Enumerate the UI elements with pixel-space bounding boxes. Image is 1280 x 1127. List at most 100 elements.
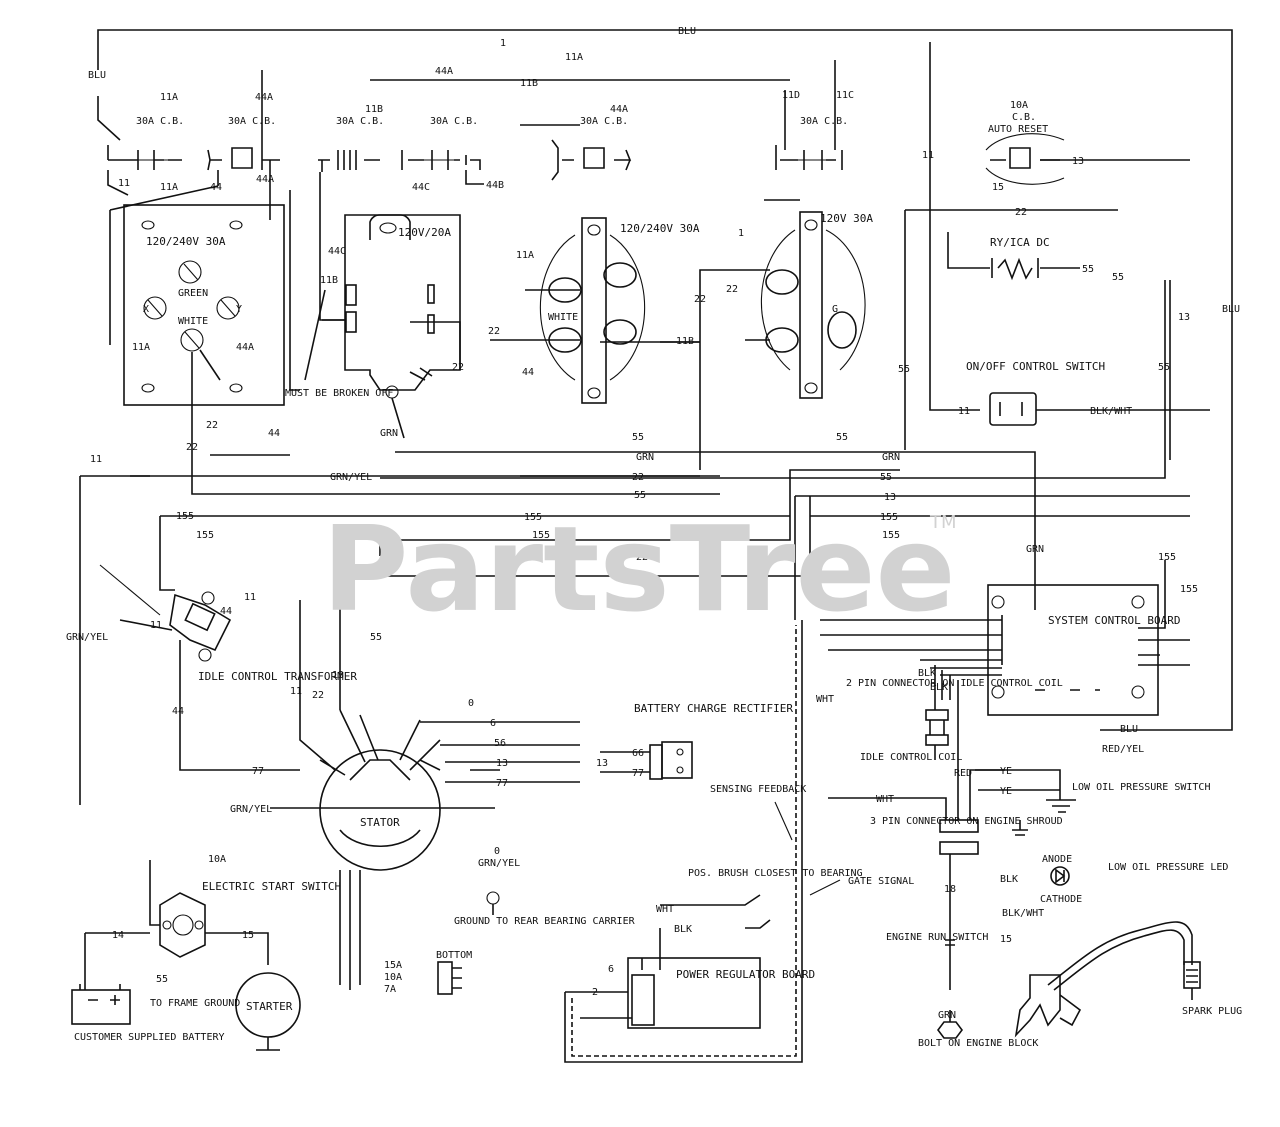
wire-label-155-h2: 155	[524, 512, 542, 523]
spark-plug-label: SPARK PLUG	[1182, 1006, 1242, 1017]
wire-label-155-h: 155	[176, 511, 194, 522]
cathode-label: CATHODE	[1040, 894, 1082, 905]
wire-label-blu-board: BLU	[1120, 724, 1138, 735]
wire-label-44-b2: 44	[210, 182, 222, 193]
wire-label-13-h: 13	[884, 492, 896, 503]
system-control-board	[820, 560, 1190, 716]
control-switch	[989, 392, 1210, 426]
wire-label-blkwht-sw: BLK/WHT	[1090, 406, 1132, 417]
bottom-label: BOTTOM	[436, 950, 472, 961]
wire-label-44c-rc2: 44C	[328, 246, 346, 257]
wire-label-77-rect: 77	[632, 768, 644, 779]
wire-label-55-relay-b: 55	[1112, 272, 1124, 283]
rcpt1-feed-wires	[109, 190, 300, 391]
receptacle-120-240v-30a-a	[123, 204, 285, 470]
wire-label-11a-top: 11A	[565, 52, 583, 63]
idle-control-coil	[828, 665, 1005, 820]
fuse-15a: 15A	[384, 960, 402, 971]
breaker-5-label: 30A C.B.	[580, 116, 628, 127]
wire-label-155-c: 155	[882, 530, 900, 541]
wire-label-blk-led: BLK	[1000, 874, 1018, 885]
wire-label-22-left2: 22	[206, 420, 218, 431]
wire-label-ye-2: YE	[1000, 786, 1012, 797]
engine-run-label: ENGINE RUN SWITCH	[886, 932, 988, 943]
anode-label: ANODE	[1042, 854, 1072, 865]
wire-label-15-b7: 15	[992, 182, 1004, 193]
wire-label-wht-2pin: WHT	[816, 694, 834, 705]
rcpt2-note: MUST BE BROKEN OFF	[285, 388, 393, 399]
wire-label-44-rc3: 44	[522, 367, 534, 378]
wire-label-grn-v: GRN	[1026, 544, 1044, 555]
connector-2pin-label: 2 PIN CONNECTOR ON IDLE CONTROL COIL	[846, 678, 1063, 689]
wire-label-grnyel-h: GRN/YEL	[330, 472, 372, 483]
rcpt4-g: G	[832, 304, 838, 315]
start-switch-rating: 10A	[208, 854, 226, 865]
wire-label-55-d: 55	[632, 432, 644, 443]
idle-control-transformer	[99, 564, 300, 771]
breaker-2	[109, 147, 280, 220]
wire-label-11-sw: 11	[958, 406, 970, 417]
breaker-3	[318, 150, 380, 321]
spark-plug-lead	[1014, 921, 1201, 1038]
frame-ground-label: TO FRAME GROUND	[150, 998, 240, 1009]
sensing-label: SENSING FEEDBACK	[710, 784, 806, 795]
breaker-7-reset: AUTO RESET	[988, 124, 1048, 135]
partstree-watermark: PartsTree	[322, 500, 956, 638]
wire-label-11-b1: 11	[118, 178, 130, 189]
wire-label-66: 66	[632, 748, 644, 759]
wire-label-11-stator: 11	[290, 686, 302, 697]
wire-label-11-idle2: 11	[244, 592, 256, 603]
wire-label-44a-b2-out: 44A	[256, 174, 274, 185]
wire-label-155-a: 155	[196, 530, 214, 541]
wire-label-13-b7: 13	[1072, 156, 1084, 167]
idle-xfmr-label: IDLE CONTROL TRANSFORMER	[198, 670, 357, 683]
wire-label-77-stator: 77	[496, 778, 508, 789]
led-label: LOW OIL PRESSURE LED	[1108, 862, 1228, 873]
wire-label-11a-b1: 11A	[160, 92, 178, 103]
rcpt2-rating: 120V/20A	[398, 226, 451, 239]
wire-label-grnyel-v: GRN/YEL	[66, 632, 108, 643]
wire-label-grnyel-stator: GRN/YEL	[230, 804, 272, 815]
brush-label: POS. BRUSH CLOSEST TO BEARING	[688, 868, 863, 879]
power-reg-label: POWER REGULATOR BOARD	[676, 968, 815, 981]
wire-label-6: 6	[490, 718, 496, 729]
stator	[270, 600, 580, 990]
wire-label-155-board: 155	[1158, 552, 1176, 563]
receptacle-120-240v-30a-b	[490, 217, 700, 404]
wire-label-44-idle: 44	[220, 606, 232, 617]
rcpt3-rating: 120/240V 30A	[620, 222, 700, 235]
wire-label-11a-rc1: 11A	[132, 342, 150, 353]
wire-label-22-h: 22	[632, 472, 644, 483]
bottom-connector	[437, 961, 462, 995]
wire-label-55-h2: 55	[634, 490, 646, 501]
wire-label-13-right: 13	[1178, 312, 1190, 323]
wire-label-11c: 11C	[836, 90, 854, 101]
stator-label: STATOR	[360, 816, 400, 829]
harness	[79, 410, 1190, 805]
rectifier-label: BATTERY CHARGE RECTIFIER	[634, 702, 793, 715]
wire-label-ye-1: YE	[1000, 766, 1012, 777]
electric-start-switch	[84, 860, 269, 990]
wire-label-44a-top: 44A	[435, 66, 453, 77]
low-oil-led	[1050, 866, 1070, 886]
wire-label-0-stator: 0	[468, 698, 474, 709]
shroud-connector	[937, 819, 979, 1039]
rcpt1-x: X	[143, 304, 149, 315]
starter	[235, 972, 301, 1051]
wire-label-6-reg: 6	[608, 964, 614, 975]
wire-label-77-left: 77	[252, 766, 264, 777]
wire-label-4-wht: WHT	[656, 904, 674, 915]
idle-coil-label: IDLE CONTROL COIL	[860, 752, 962, 763]
wire-label-22-h3: 22	[636, 552, 648, 563]
rcpt1-white: WHITE	[178, 316, 208, 327]
receptacle-120v-30a	[660, 211, 866, 470]
wire-label-16: 15	[242, 930, 254, 941]
wire-label-11a-b1-out: 11A	[160, 182, 178, 193]
wire-label-55-a: 55	[898, 364, 910, 375]
battery-label: CUSTOMER SUPPLIED BATTERY	[74, 1032, 225, 1043]
breaker-7-rating: 10A	[1010, 100, 1028, 111]
wire-label-11-vert: 11	[922, 150, 934, 161]
rcpt3-white: WHITE	[548, 312, 578, 323]
wire-label-44c: 44C	[412, 182, 430, 193]
